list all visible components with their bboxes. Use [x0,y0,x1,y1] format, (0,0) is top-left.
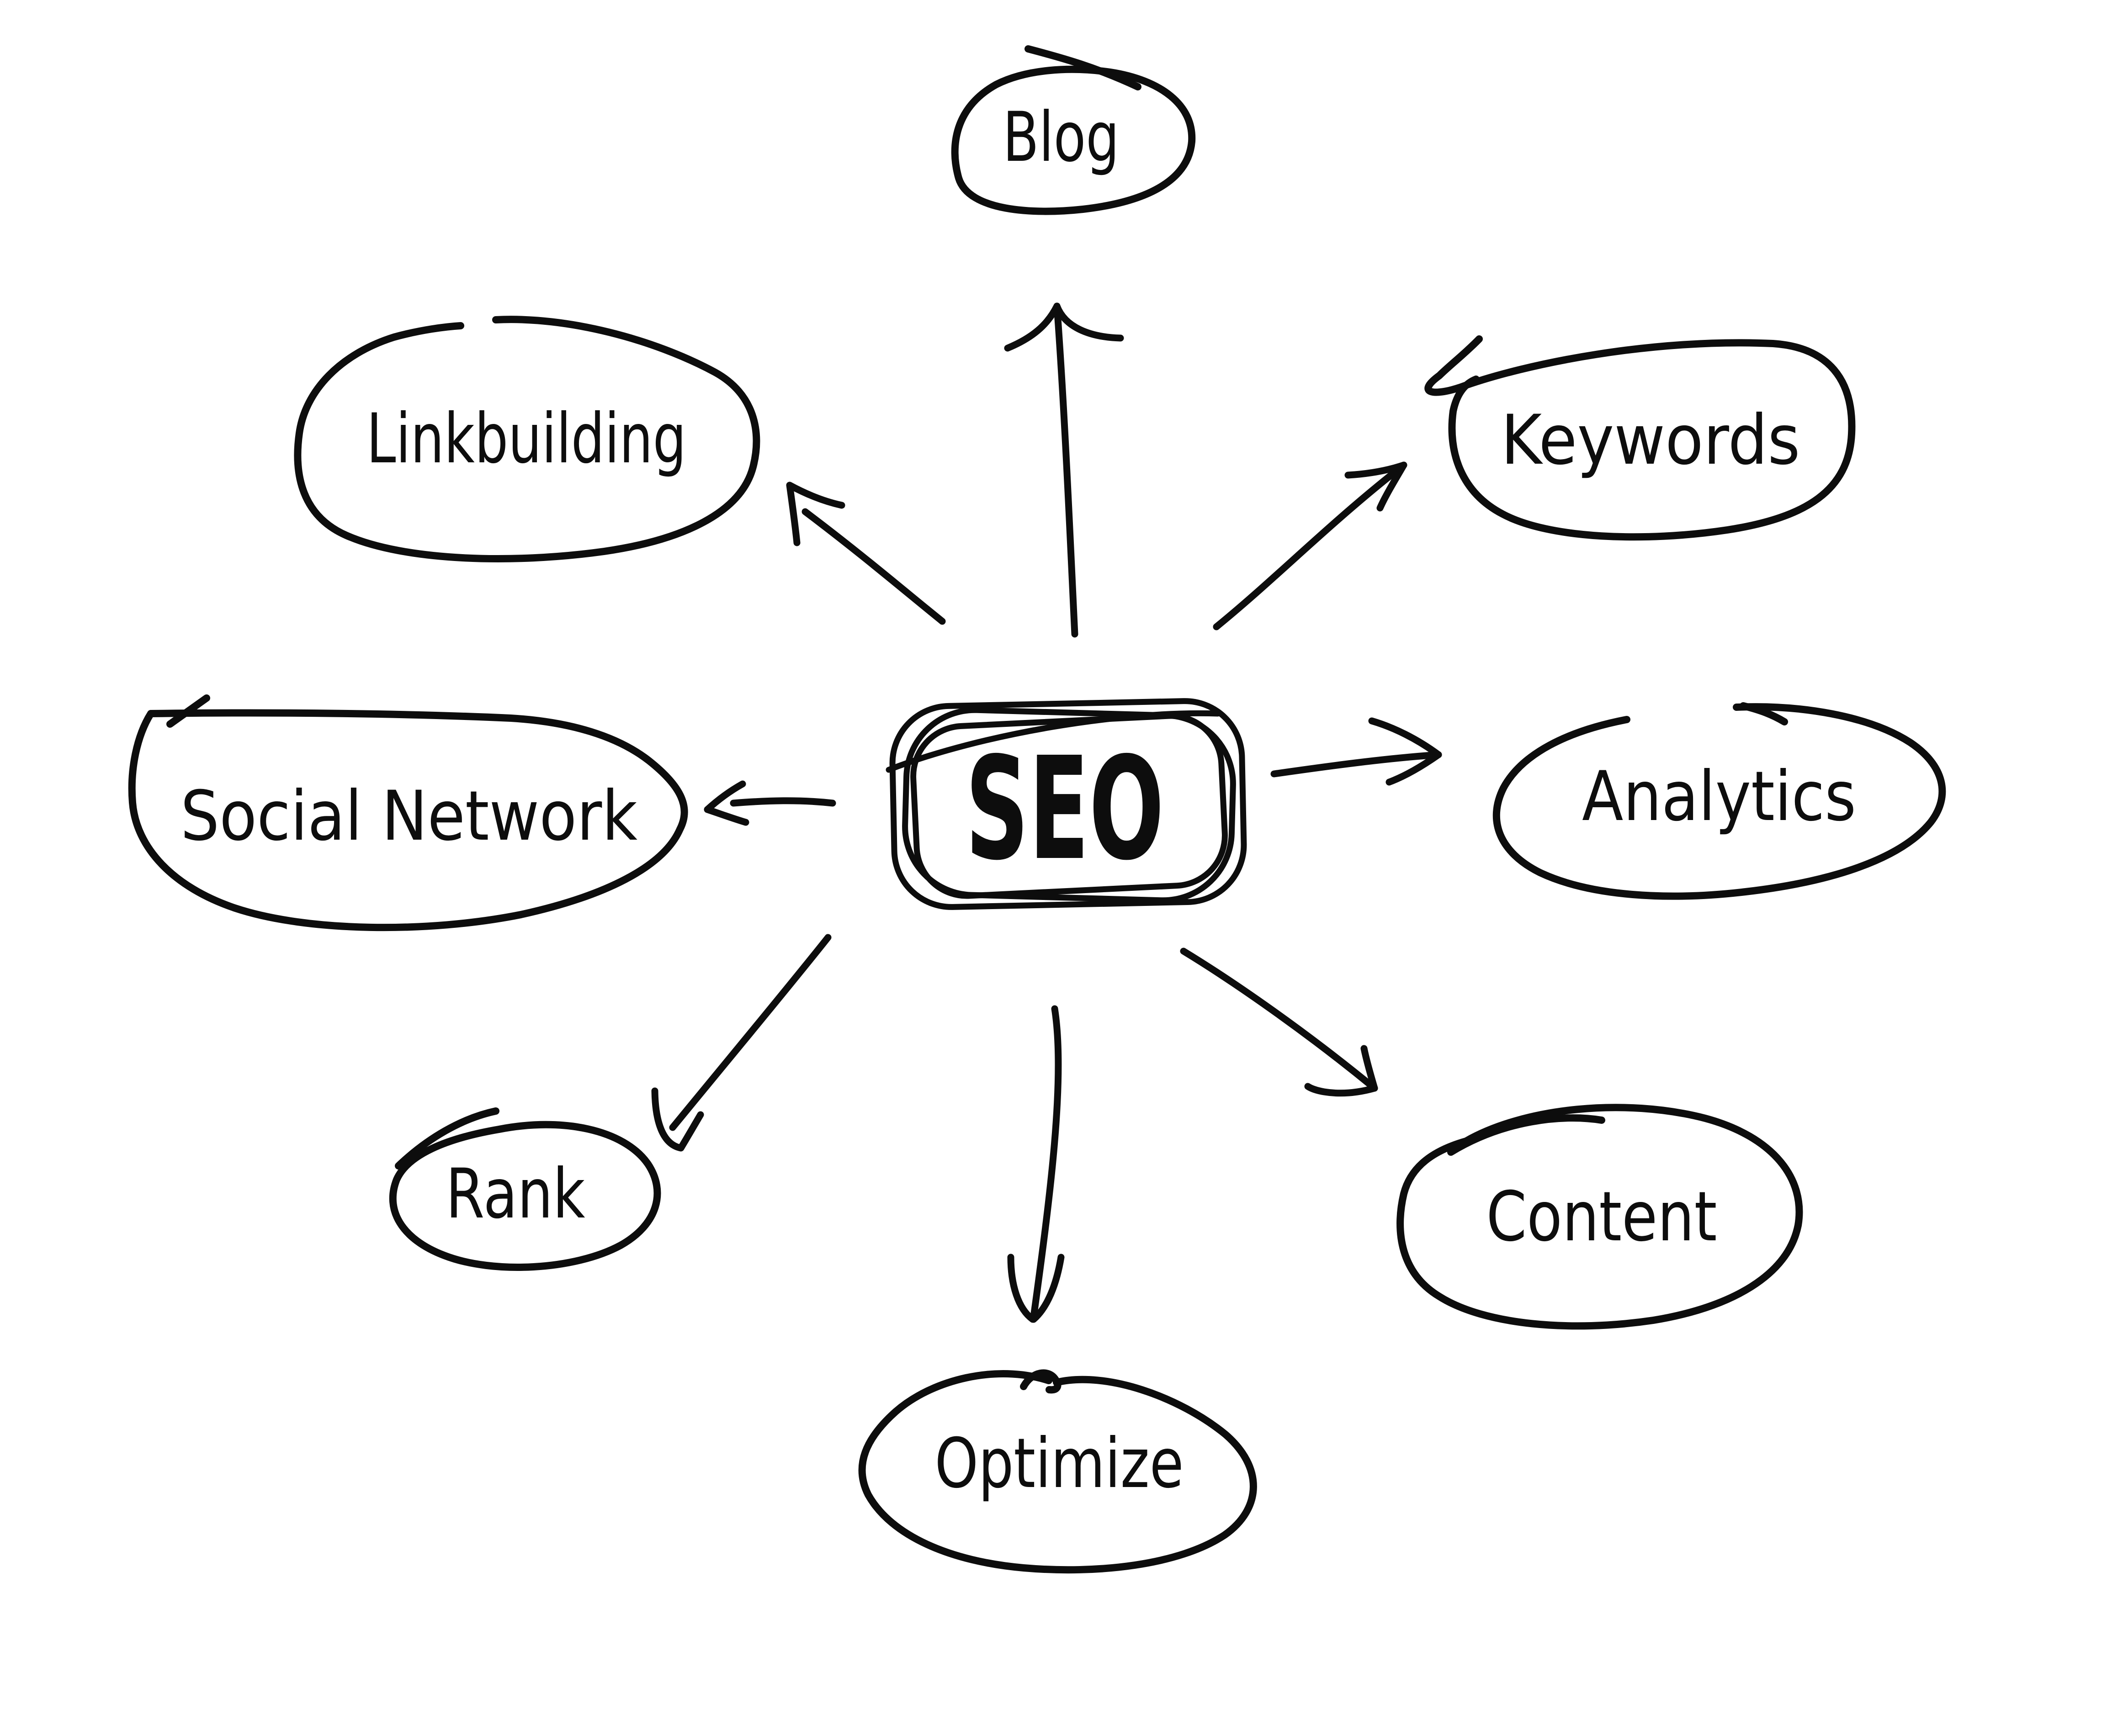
arrow-seo-to-rank [651,934,832,1152]
arrow-seo-to-blog-shaft [1053,302,1078,638]
arrow-seo-to-social-network-head [704,780,749,826]
linkbuilding-label: Linkbuilding [366,399,686,479]
arrow-seo-to-blog-head [1004,302,1124,352]
seo-label: SEO [966,727,1164,892]
seo-box-stroke-1 [889,698,1247,910]
node-analytics: Analytics [1492,702,1946,900]
arrow-seo-to-linkbuilding-head [786,482,845,546]
arrow-seo-to-rank-head [651,1087,704,1152]
arrow-seo-to-analytics-shaft [1270,751,1442,778]
blog-outline-tail [1024,45,1141,90]
arrow-seo-to-analytics-head [1368,717,1442,786]
arrow-seo-to-rank-shaft [669,934,832,1131]
keywords-outline [1424,335,1856,541]
arrow-seo-to-optimize-head [1007,1254,1065,1323]
seo-box-scribble-tail [886,710,1221,773]
arrow-seo-to-linkbuilding-shaft [802,508,946,625]
node-blog: Blog [951,45,1196,215]
arrow-seo-to-social-network [704,780,836,826]
rank-outline-curl [395,1107,499,1170]
arrow-seo-to-linkbuilding [786,482,946,625]
arrow-seo-to-optimize-shaft [1030,1005,1062,1320]
optimize-label: Optimize [935,1424,1184,1503]
rank-outline [389,1121,661,1271]
keywords-label: Keywords [1501,401,1800,480]
analytics-outline [1492,703,1946,900]
seo-box-stroke-2 [902,707,1236,904]
analytics-outline-tick [1740,702,1788,725]
arrow-seo-to-keywords [1213,461,1407,630]
rank-label: Rank [446,1154,585,1234]
optimize-outline [858,1370,1257,1574]
arrow-seo-to-keywords-head [1344,461,1407,512]
node-seo: SEO [886,698,1247,910]
content-outline-doublestroke [1447,1114,1605,1156]
arrow-seo-to-blog [1004,302,1124,638]
content-outline [1396,1104,1803,1330]
seo-box-stroke-3 [910,713,1228,899]
node-keywords: Keywords [1424,335,1856,541]
arrow-seo-to-optimize [1007,1005,1065,1323]
blog-label: Blog [1003,98,1120,177]
arrow-seo-to-content-head [1304,1045,1378,1097]
social-network-label: Social Network [180,777,637,856]
content-label: Content [1486,1177,1717,1257]
node-social-network: Social Network [128,694,688,932]
arrow-seo-to-analytics [1270,717,1442,786]
arrow-seo-to-social-network-shaft [730,797,836,807]
node-rank: Rank [389,1107,661,1271]
arrow-seo-to-keywords-shaft [1213,461,1407,630]
analytics-label: Analytics [1582,757,1856,836]
linkbuilding-outline [294,316,760,562]
node-content: Content [1396,1104,1803,1330]
arrow-seo-to-content-shaft [1180,947,1378,1092]
social-network-outline [128,709,688,932]
optimize-outline-hook [1020,1369,1062,1394]
node-linkbuilding: Linkbuilding [294,316,760,562]
node-optimize: Optimize [858,1369,1257,1574]
arrow-seo-to-content [1180,947,1378,1097]
